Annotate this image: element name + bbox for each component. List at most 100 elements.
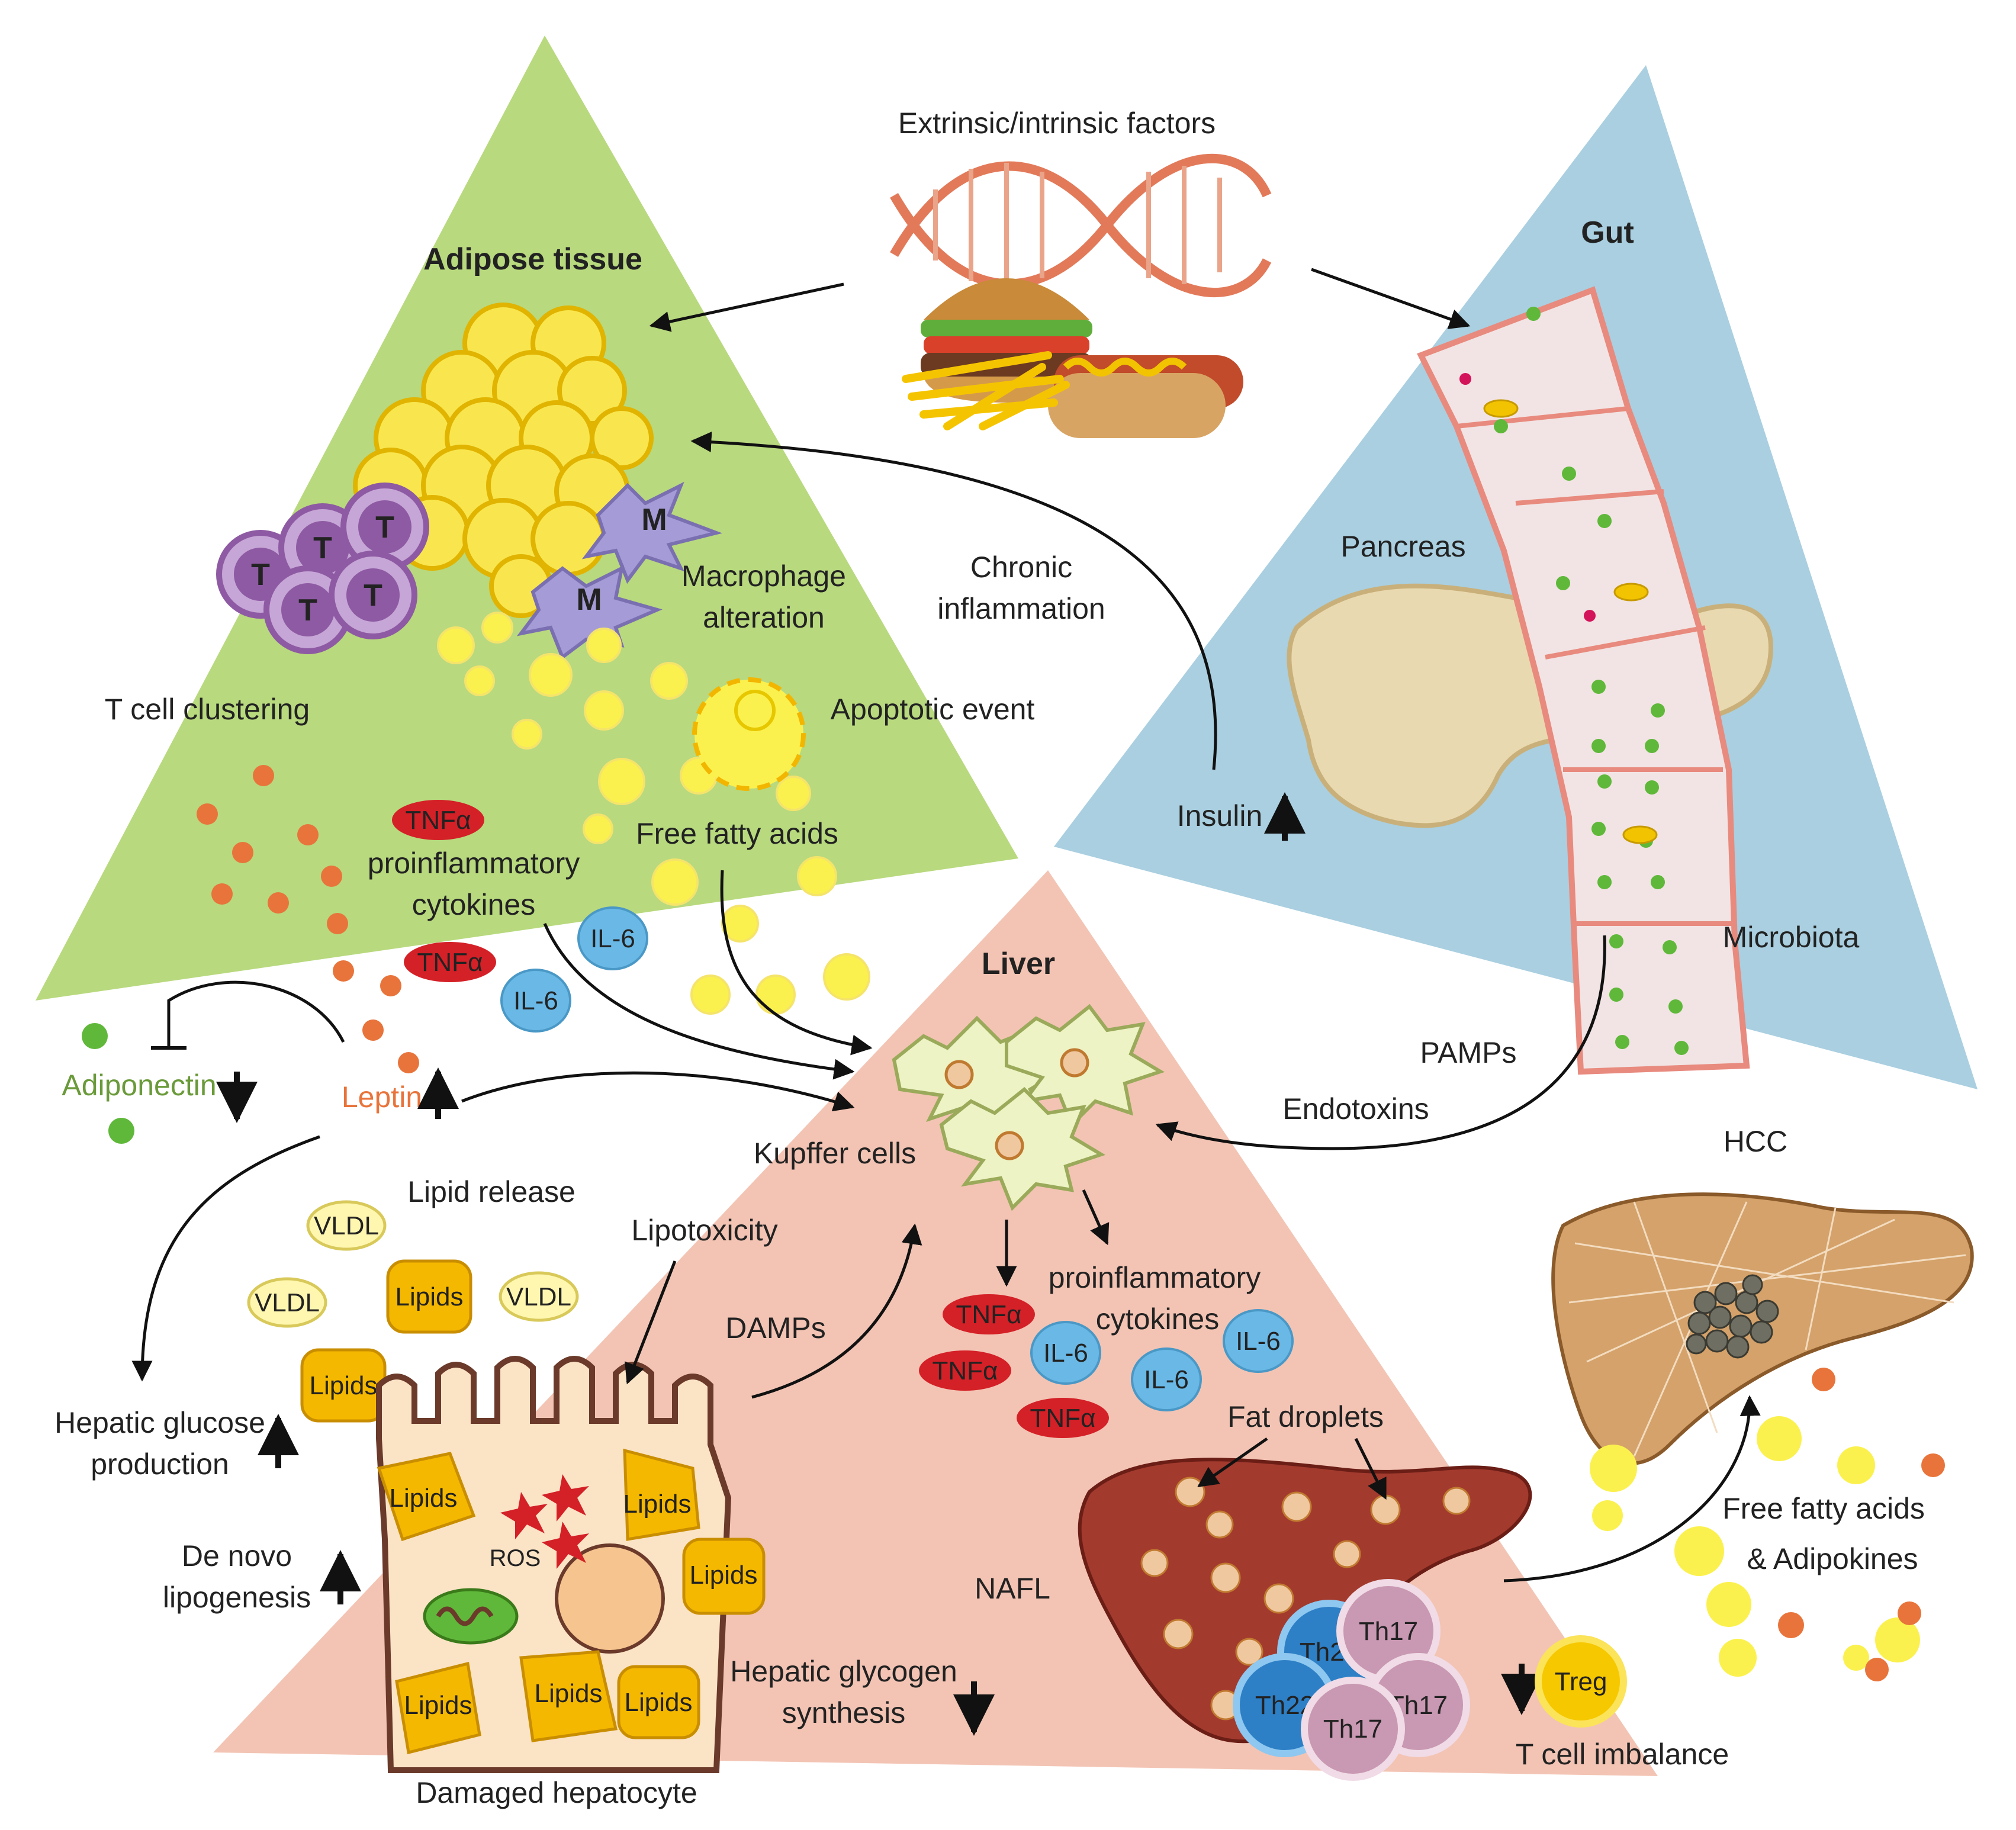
hepatic-glucose-label-1: Hepatic glucose xyxy=(54,1406,265,1439)
bacteria-icon xyxy=(1459,373,1658,844)
lipid-droplet: Lipids xyxy=(377,1452,476,1542)
free-fatty-acids-label: Free fatty acids xyxy=(636,817,838,850)
factors-to-adipose-arrow xyxy=(649,282,844,332)
free-fatty-acid-droplets xyxy=(437,612,870,1015)
svg-text:TNFα: TNFα xyxy=(956,1300,1022,1329)
hepatic-glycogen-label-2: synthesis xyxy=(782,1696,905,1729)
adipose-tissue-title: Adipose tissue xyxy=(423,242,642,276)
macrophage-alteration-label-1: Macrophage xyxy=(681,559,846,593)
lipid-droplet: Lipids xyxy=(617,1665,700,1739)
lipid-droplet: Lipids xyxy=(386,1259,472,1334)
hepatic-glucose-label-2: production xyxy=(91,1448,229,1481)
de-novo-label-1: De novo xyxy=(182,1539,292,1572)
gut-intestine xyxy=(1417,286,1750,1075)
t-cell-cluster: T T T T T xyxy=(216,483,429,654)
svg-text:T: T xyxy=(375,510,394,545)
ffa-to-kupffer-arrow xyxy=(720,870,873,1056)
il6-molecule: IL-6 xyxy=(1131,1347,1202,1411)
tnf-alpha-molecule: TNFα xyxy=(1017,1398,1109,1438)
svg-text:M: M xyxy=(576,583,602,617)
leptin-to-glucose-arrow xyxy=(131,1135,320,1382)
il6-molecule: IL-6 xyxy=(1223,1309,1294,1373)
svg-text:IL-6: IL-6 xyxy=(1236,1327,1281,1356)
endotoxins-label: Endotoxins xyxy=(1282,1092,1429,1125)
tnf-alpha-molecule: TNFα xyxy=(943,1294,1035,1334)
microbiota-dots xyxy=(1494,307,1689,1055)
lipid-droplet: Lipids xyxy=(682,1538,766,1615)
svg-text:VLDL: VLDL xyxy=(255,1288,320,1317)
t-cell: T xyxy=(329,551,417,639)
t-cell-clustering-label: T cell clustering xyxy=(105,693,310,726)
t-cell-imbalance-label: T cell imbalance xyxy=(1516,1738,1729,1771)
ros-icon xyxy=(500,1474,589,1569)
svg-text:Th17: Th17 xyxy=(1359,1617,1418,1646)
cytokines-to-kupffer-arrow xyxy=(543,922,855,1080)
nafl-label: NAFL xyxy=(975,1572,1050,1605)
tnf-alpha-molecule: TNFα xyxy=(392,800,484,840)
il6-molecule: IL-6 xyxy=(577,906,648,970)
fat-droplets-arrow-2 xyxy=(1354,1437,1387,1500)
damps-arrow xyxy=(751,1223,922,1399)
th17-cell: Th17 xyxy=(1301,1677,1405,1781)
macrophage-cell: M xyxy=(516,565,663,660)
tnf-alpha-molecule: TNFα xyxy=(404,942,496,982)
vldl-particle: VLDL xyxy=(306,1200,387,1251)
fat-droplets-arrow-1 xyxy=(1197,1437,1268,1488)
nafl-to-hcc-arrow xyxy=(1503,1395,1761,1583)
gut-title: Gut xyxy=(1581,216,1634,250)
leptin-inhibits-adiponectin xyxy=(167,980,345,1048)
svg-text:T: T xyxy=(251,558,270,592)
insulin-label: Insulin xyxy=(1177,799,1263,832)
leptin-dots xyxy=(197,765,419,1073)
leptin-label: Leptin xyxy=(342,1080,422,1114)
vldl-particle: VLDL xyxy=(499,1271,579,1322)
fat-droplets-label: Fat droplets xyxy=(1227,1400,1384,1433)
il6-molecule: IL-6 xyxy=(500,969,571,1033)
liver-title: Liver xyxy=(982,947,1055,981)
svg-text:VLDL: VLDL xyxy=(314,1211,379,1240)
chronic-label: Chronic xyxy=(970,551,1072,584)
t-cell: T xyxy=(340,483,429,571)
damps-label: DAMPs xyxy=(725,1311,825,1345)
svg-text:Lipids: Lipids xyxy=(310,1371,378,1400)
adiponectin-label: Adiponectin xyxy=(62,1069,216,1102)
svg-text:IL-6: IL-6 xyxy=(1144,1365,1189,1394)
ros-label: ROS xyxy=(490,1545,541,1571)
svg-text:IL-6: IL-6 xyxy=(590,924,635,953)
svg-text:TNFα: TNFα xyxy=(933,1356,998,1385)
nafl-liver-organ xyxy=(1078,1458,1532,1744)
lipid-droplet: Lipids xyxy=(300,1348,387,1423)
apoptotic-cell xyxy=(692,677,806,791)
svg-text:Lipids: Lipids xyxy=(625,1688,693,1717)
lipid-droplet: Lipids xyxy=(623,1448,700,1541)
svg-text:Th17: Th17 xyxy=(1323,1715,1382,1744)
dna-helix-icon xyxy=(890,153,1272,297)
cytokines-label: cytokines xyxy=(412,888,535,921)
microbiota-label: Microbiota xyxy=(1723,921,1860,954)
svg-text:M: M xyxy=(641,503,667,537)
inflammation-label: inflammation xyxy=(937,592,1105,625)
t-cell: T xyxy=(263,565,352,654)
lipid-droplet: Lipids xyxy=(395,1661,481,1755)
svg-text:Lipids: Lipids xyxy=(404,1691,472,1720)
kupffer-to-cytokines-arrow-2 xyxy=(1082,1189,1110,1246)
kupffer-cells xyxy=(892,1004,1165,1211)
chronic-inflammation-arrow xyxy=(690,432,1217,770)
svg-text:Lipids: Lipids xyxy=(690,1561,758,1590)
ffa-adipokines-label-2: & Adipokines xyxy=(1747,1542,1918,1575)
svg-text:Lipids: Lipids xyxy=(396,1282,464,1311)
tnf-alpha-molecule: TNFα xyxy=(919,1350,1011,1391)
de-novo-label-2: lipogenesis xyxy=(163,1581,311,1614)
ffa-adipokines-label-1: Free fatty acids xyxy=(1722,1492,1925,1525)
hcc-label: HCC xyxy=(1724,1125,1787,1158)
apoptotic-event-label: Apoptotic event xyxy=(831,693,1035,726)
liver-proinflammatory-label: proinflammatory xyxy=(1049,1261,1261,1294)
factors-to-gut-arrow xyxy=(1311,268,1471,329)
ffa-adipokine-dots xyxy=(1590,1368,1945,1681)
lipotoxicity-label: Lipotoxicity xyxy=(631,1214,777,1247)
svg-text:T: T xyxy=(313,531,332,565)
proinflammatory-label: proinflammatory xyxy=(368,847,580,880)
treg-cell: Treg xyxy=(1535,1635,1627,1728)
hcc-liver-organ xyxy=(1551,1192,1974,1465)
